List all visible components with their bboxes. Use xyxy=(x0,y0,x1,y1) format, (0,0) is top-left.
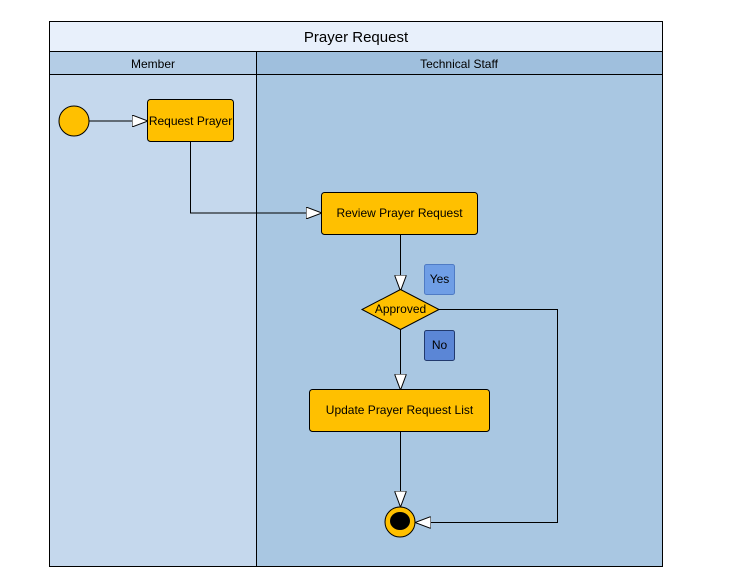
activity-review-request xyxy=(321,192,478,235)
lane-staff-label: Technical Staff xyxy=(420,57,498,71)
end-node-core xyxy=(390,512,410,530)
diagram-title: Prayer Request xyxy=(304,29,409,46)
activity-update-list xyxy=(309,389,490,432)
lane-staff xyxy=(256,74,663,567)
guard-yes xyxy=(424,264,455,295)
decision-approved xyxy=(360,288,441,331)
activity-review-request-label: Review Prayer Request xyxy=(336,206,463,220)
activity-update-list-label: Update Prayer Request List xyxy=(326,403,474,417)
title-bar xyxy=(49,21,663,52)
activity-request-prayer xyxy=(147,99,234,142)
start-node xyxy=(58,105,90,137)
guard-no-label: No xyxy=(432,338,448,352)
guard-yes-label: Yes xyxy=(430,272,450,286)
edge-decision-to-end xyxy=(416,309,558,523)
decision-approved-label: Approved xyxy=(375,302,426,316)
lane-member xyxy=(49,74,257,567)
edge-request-to-review xyxy=(190,141,322,213)
lane-member-label: Member xyxy=(131,57,175,71)
activity-request-prayer-label: Request Prayer xyxy=(149,114,232,128)
guard-no xyxy=(424,330,455,361)
